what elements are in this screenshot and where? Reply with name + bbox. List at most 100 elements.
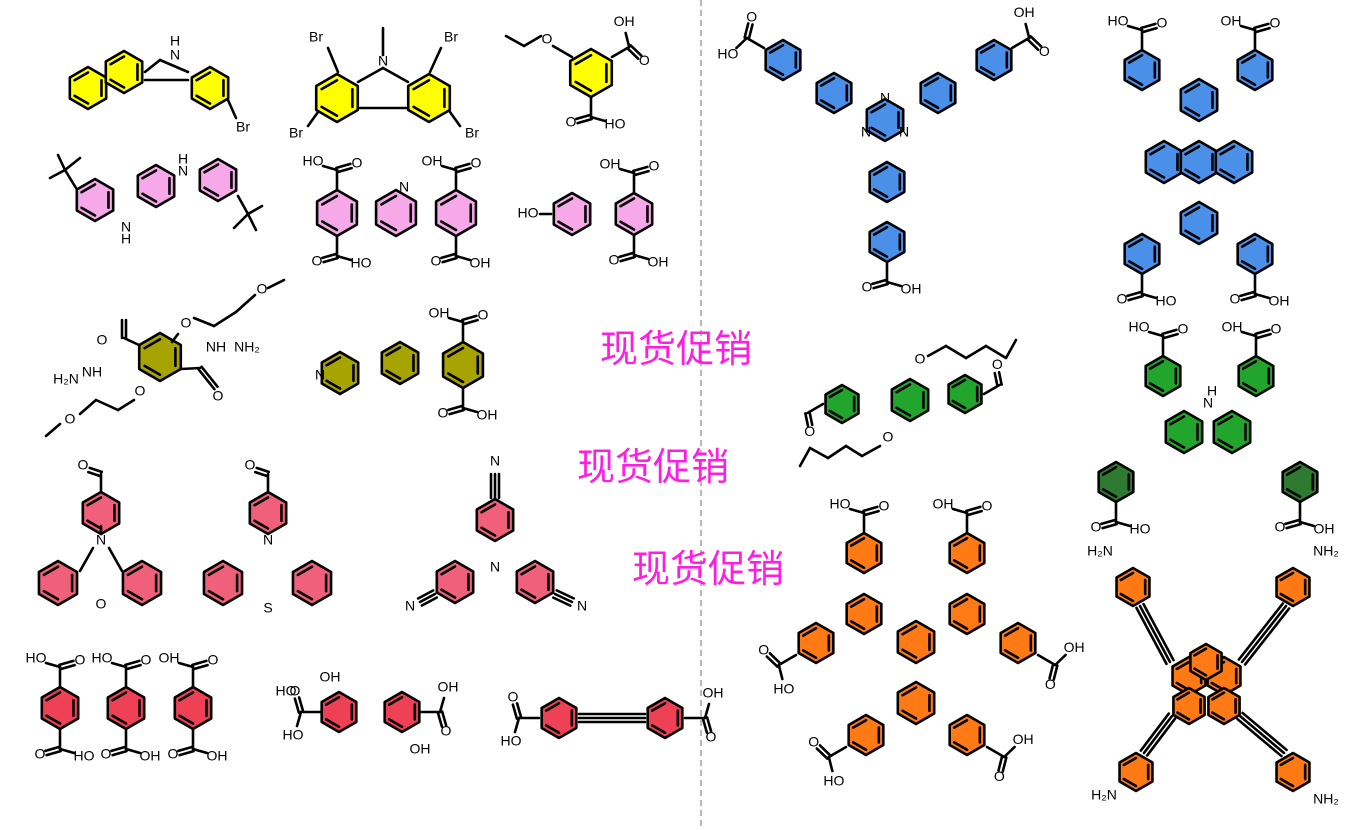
atom-label-o: O	[1157, 15, 1168, 31]
double-bond	[520, 565, 537, 576]
atom-label-o: O	[1091, 519, 1102, 535]
atom-label-o: O	[639, 52, 650, 68]
bond	[170, 332, 180, 344]
bond	[428, 46, 443, 74]
atom-label-oh: OH	[438, 679, 459, 695]
bond	[575, 113, 592, 121]
bond	[1298, 520, 1316, 528]
bond	[87, 470, 102, 478]
bond	[1140, 292, 1158, 300]
atom-label-oh: OH	[1314, 521, 1335, 537]
bond	[1284, 518, 1301, 526]
bond	[448, 110, 462, 128]
double-bond	[952, 741, 969, 752]
double-bond	[952, 597, 969, 608]
bond	[624, 31, 631, 49]
bond	[985, 745, 1006, 759]
bond	[158, 58, 190, 74]
double-bond	[1241, 359, 1258, 370]
double-bond	[1148, 382, 1165, 393]
atom-label-o: O	[101, 746, 112, 762]
bond	[1254, 26, 1271, 34]
bond	[94, 398, 120, 412]
atom-label-o: O	[1275, 519, 1286, 535]
column-divider	[700, 0, 702, 826]
atom-label-oh: OH	[422, 153, 443, 169]
double-bond	[895, 406, 912, 417]
double-bond	[544, 701, 561, 712]
double-bond	[1219, 168, 1236, 179]
atom-label-o: O	[208, 652, 219, 668]
bond	[56, 153, 67, 172]
double-bond	[440, 588, 457, 599]
double-bond	[195, 71, 212, 82]
bond	[513, 716, 521, 734]
bond	[420, 596, 439, 607]
bond	[1010, 36, 1031, 50]
atom-label-o: O	[746, 9, 757, 25]
atom-label-n: N	[170, 47, 180, 63]
atom-label-o: O	[994, 768, 1005, 784]
atom-label-n: N	[1203, 395, 1213, 411]
double-bond	[923, 99, 940, 110]
atom-label-o: O	[431, 253, 442, 269]
double-bond	[952, 718, 969, 729]
double-bond	[619, 197, 636, 208]
double-bond	[1184, 145, 1201, 156]
bond	[254, 470, 269, 478]
bond	[1240, 604, 1288, 664]
double-bond	[819, 76, 836, 87]
atom-label-ho: HO	[74, 748, 95, 764]
bond	[234, 293, 257, 314]
bond	[440, 252, 457, 260]
double-bond	[324, 718, 341, 729]
bond	[808, 411, 814, 427]
double-bond	[42, 589, 60, 601]
bond	[322, 256, 339, 264]
double-bond	[1148, 359, 1165, 370]
atom-label-oh: OH	[600, 156, 621, 172]
bond	[111, 749, 128, 757]
bond	[200, 365, 219, 389]
atom-label-o: O	[804, 423, 815, 439]
double-bond	[1193, 647, 1208, 657]
atom-label-o: O	[1039, 43, 1050, 59]
atom-label-o: O	[97, 332, 108, 348]
bond	[1239, 290, 1256, 298]
double-bond	[851, 741, 868, 752]
bond	[965, 505, 982, 513]
atom-label-n: N	[490, 559, 500, 575]
bond	[1053, 653, 1067, 667]
bond	[745, 36, 766, 50]
bond	[440, 710, 448, 727]
bond	[860, 444, 882, 458]
bond	[1126, 24, 1144, 32]
atom-label-o: O	[808, 734, 819, 750]
double-bond	[1122, 756, 1138, 767]
bond	[441, 256, 458, 264]
double-bond	[1240, 53, 1257, 64]
double-bond	[203, 186, 220, 197]
double-bond	[143, 364, 162, 377]
double-bond	[901, 648, 918, 659]
bond	[336, 166, 353, 174]
bond	[610, 45, 631, 59]
double-bond	[439, 220, 458, 232]
bond	[125, 663, 142, 671]
atom-label-o: O	[706, 729, 717, 745]
double-bond	[1217, 438, 1234, 449]
atom-label-h2n: H₂N	[53, 371, 79, 387]
bond	[306, 110, 320, 128]
double-bond	[1184, 229, 1201, 240]
bond	[416, 589, 435, 600]
atom-label-nh: NH	[206, 339, 226, 355]
bond	[735, 36, 749, 50]
double-bond	[849, 597, 866, 608]
bond	[177, 661, 195, 669]
bond	[1142, 714, 1174, 755]
bond	[212, 310, 238, 328]
